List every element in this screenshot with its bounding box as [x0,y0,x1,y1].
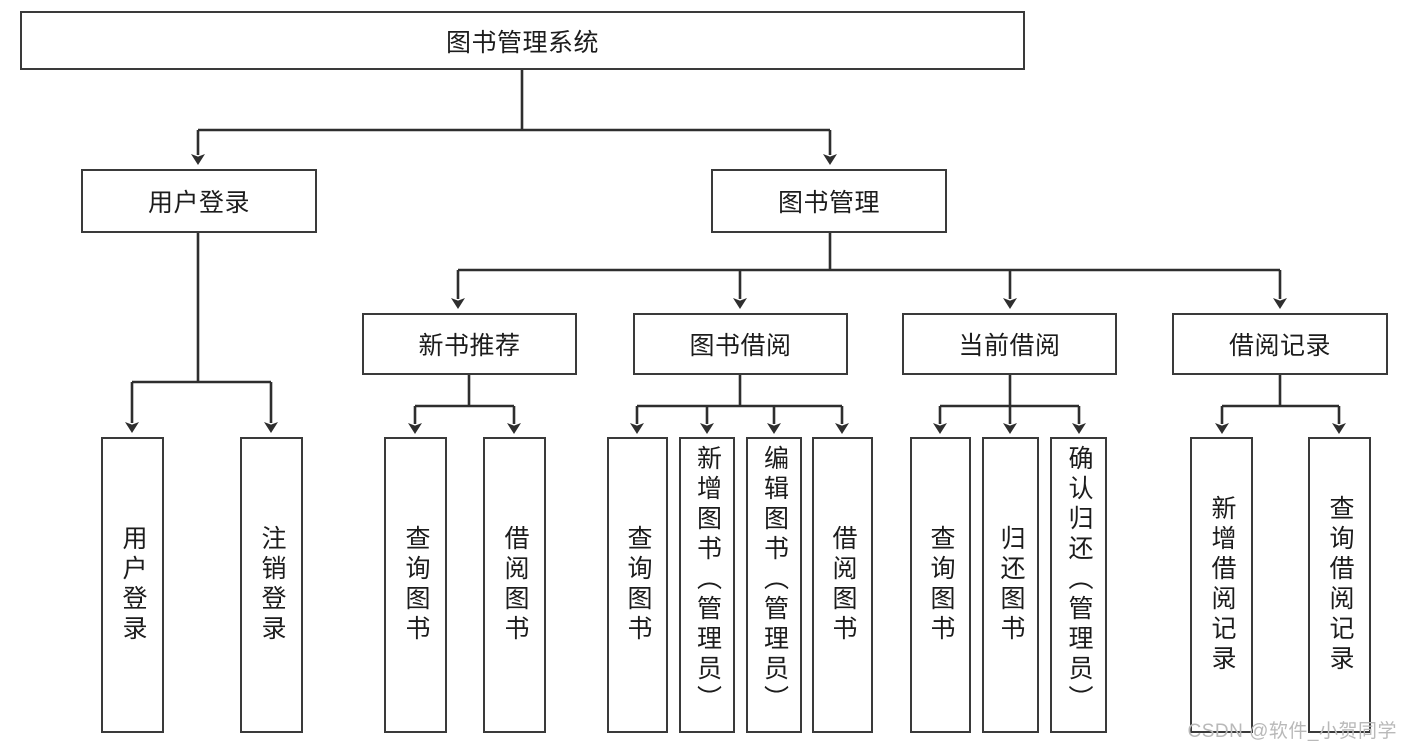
leaf-borrow-record-add[interactable]: 新增借阅记录 [1190,437,1253,733]
node-label: 图书管理系统 [445,28,599,57]
node-new-book-recommend[interactable]: 新书推荐 [362,313,577,375]
node-label: 查询图书 [927,525,955,645]
node-root-system[interactable]: 图书管理系统 [20,11,1025,70]
node-label: 用户登录 [119,525,147,645]
node-book-management[interactable]: 图书管理 [711,169,947,233]
leaf-current-borrow-confirm-return[interactable]: 确认归还（管理员） [1050,437,1107,733]
leaf-current-borrow-query[interactable]: 查询图书 [910,437,971,733]
leaf-current-borrow-return[interactable]: 归还图书 [982,437,1039,733]
leaf-new-book-query[interactable]: 查询图书 [384,437,447,733]
node-user-login[interactable]: 用户登录 [81,169,317,233]
node-label: 注销登录 [258,525,286,645]
node-label: 新增图书（管理员） [693,445,722,715]
node-label: 查询图书 [402,525,430,645]
leaf-book-borrow-edit[interactable]: 编辑图书（管理员） [746,437,802,733]
node-label: 借阅记录 [1228,332,1331,360]
watermark-text: CSDN @软件_小贺同学 [1187,721,1397,742]
node-label: 当前借阅 [958,332,1061,360]
node-label: 新增借阅记录 [1208,495,1236,675]
node-book-borrow[interactable]: 图书借阅 [633,313,848,375]
node-label: 图书借阅 [689,332,792,360]
node-label: 用户登录 [147,189,250,217]
node-current-borrow[interactable]: 当前借阅 [902,313,1117,375]
leaf-borrow-record-query[interactable]: 查询借阅记录 [1308,437,1371,733]
node-label: 图书管理 [777,189,880,217]
node-label: 新书推荐 [418,332,521,360]
node-label: 借阅图书 [829,525,857,645]
leaf-user-login-login[interactable]: 用户登录 [101,437,164,733]
leaf-book-borrow-borrow[interactable]: 借阅图书 [812,437,873,733]
node-label: 确认归还（管理员） [1065,445,1093,715]
node-borrow-record[interactable]: 借阅记录 [1172,313,1388,375]
node-label: 归还图书 [997,525,1025,645]
leaf-book-borrow-query[interactable]: 查询图书 [607,437,668,733]
node-label: 查询借阅记录 [1326,495,1354,675]
leaf-new-book-borrow[interactable]: 借阅图书 [483,437,546,733]
node-label: 查询图书 [624,525,652,645]
leaf-book-borrow-add[interactable]: 新增图书（管理员） [679,437,735,733]
node-label: 借阅图书 [501,525,529,645]
node-label: 编辑图书（管理员） [760,445,789,715]
leaf-user-login-logout[interactable]: 注销登录 [240,437,303,733]
